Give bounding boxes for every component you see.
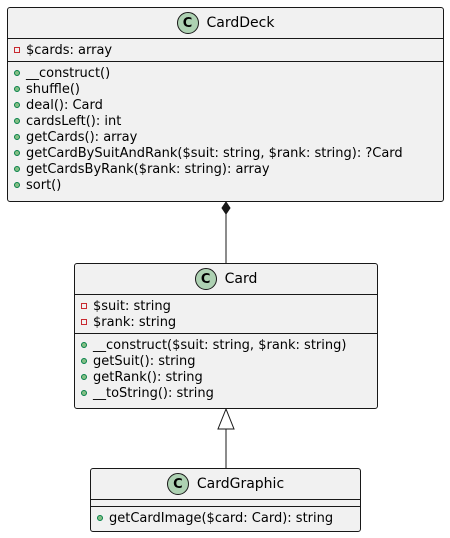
- methods-section: __construct() shuffle() deal(): Card car…: [8, 61, 443, 196]
- attributes-section: [91, 499, 360, 506]
- attributes-section: $suit: string $rank: string: [75, 294, 377, 333]
- method-row: __toString(): string: [81, 385, 377, 401]
- class-badge-icon: C: [194, 268, 217, 290]
- method-text: __toString(): string: [93, 385, 214, 401]
- class-name: CardGraphic: [196, 476, 285, 492]
- method-text: shuffle(): [26, 81, 80, 97]
- method-text: cardsLeft(): int: [26, 113, 122, 129]
- method-text: getCards(): array: [26, 129, 138, 145]
- method-row: getCards(): array: [14, 129, 443, 145]
- method-row: getRank(): string: [81, 369, 377, 385]
- methods-section: __construct($suit: string, $rank: string…: [75, 333, 377, 404]
- public-visibility-icon: [14, 86, 20, 92]
- method-text: getCardImage($card: Card): string: [109, 510, 334, 526]
- method-row: cardsLeft(): int: [14, 113, 443, 129]
- private-visibility-icon: [81, 303, 87, 309]
- public-visibility-icon: [14, 70, 20, 76]
- private-visibility-icon: [81, 319, 87, 325]
- class-card[interactable]: C Card $suit: string $rank: string __con…: [74, 263, 378, 409]
- public-visibility-icon: [81, 358, 87, 364]
- class-badge-icon: C: [176, 12, 199, 34]
- class-header: C CardDeck: [8, 8, 443, 38]
- attribute-text: $suit: string: [93, 298, 171, 314]
- attribute-row: $rank: string: [81, 314, 377, 330]
- class-cardgraphic[interactable]: C CardGraphic getCardImage($card: Card):…: [90, 468, 361, 532]
- attributes-section: $cards: array: [8, 38, 443, 61]
- method-row: sort(): [14, 177, 443, 193]
- method-text: getSuit(): string: [93, 353, 196, 369]
- public-visibility-icon: [14, 102, 20, 108]
- public-visibility-icon: [14, 166, 20, 172]
- method-text: __construct($suit: string, $rank: string…: [93, 337, 347, 353]
- class-badge-icon: C: [166, 473, 189, 495]
- class-name: CardDeck: [206, 15, 275, 31]
- class-header: C Card: [75, 264, 377, 294]
- inheritance-triangle: [217, 407, 235, 430]
- method-text: getCardsByRank($rank: string): array: [26, 161, 270, 177]
- method-text: __construct(): [26, 65, 111, 81]
- composition-diamond: [221, 201, 231, 215]
- private-visibility-icon: [14, 47, 20, 53]
- method-row: __construct(): [14, 65, 443, 81]
- public-visibility-icon: [14, 134, 20, 140]
- class-header: C CardGraphic: [91, 469, 360, 499]
- class-name: Card: [224, 271, 258, 287]
- method-text: sort(): [26, 177, 62, 193]
- attribute-text: $rank: string: [93, 314, 177, 330]
- methods-section: getCardImage($card: Card): string: [91, 506, 360, 529]
- method-text: getCardBySuitAndRank($suit: string, $ran…: [26, 145, 403, 161]
- attribute-row: $suit: string: [81, 298, 377, 314]
- method-row: getCardsByRank($rank: string): array: [14, 161, 443, 177]
- method-text: deal(): Card: [26, 97, 103, 113]
- public-visibility-icon: [81, 342, 87, 348]
- public-visibility-icon: [81, 390, 87, 396]
- attribute-text: $cards: array: [26, 42, 113, 58]
- method-row: __construct($suit: string, $rank: string…: [81, 337, 377, 353]
- method-row: getCardImage($card: Card): string: [97, 510, 360, 526]
- method-row: getCardBySuitAndRank($suit: string, $ran…: [14, 145, 443, 161]
- public-visibility-icon: [14, 118, 20, 124]
- method-text: getRank(): string: [93, 369, 203, 385]
- class-carddeck[interactable]: C CardDeck $cards: array __construct() s…: [7, 7, 444, 202]
- method-row: shuffle(): [14, 81, 443, 97]
- public-visibility-icon: [14, 182, 20, 188]
- method-row: deal(): Card: [14, 97, 443, 113]
- method-row: getSuit(): string: [81, 353, 377, 369]
- public-visibility-icon: [97, 515, 103, 521]
- public-visibility-icon: [81, 374, 87, 380]
- attribute-row: $cards: array: [14, 42, 443, 58]
- public-visibility-icon: [14, 150, 20, 156]
